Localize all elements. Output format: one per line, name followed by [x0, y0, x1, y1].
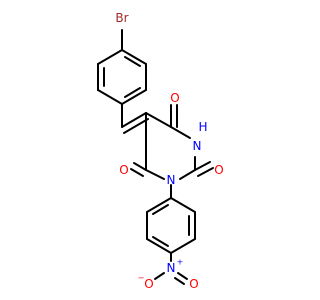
bond-ring-b-4 [179, 169, 196, 180]
bond-ring-b-5 [145, 169, 165, 180]
atom-nitrogen-nitro: N [167, 261, 176, 275]
bond-ring-b-1 [145, 112, 172, 128]
bond-ring-a-6 [97, 49, 123, 65]
atom-bromine: Br [115, 11, 128, 25]
bond-nitro-o-right-2 [174, 277, 185, 285]
bond-ring-b-2 [170, 126, 191, 139]
atom-oxygen-nitro-left: O [144, 277, 153, 291]
charge-nitro-plus: + [177, 258, 184, 267]
bond-nitro-o-right-1 [177, 272, 188, 280]
bond-nitro-o-left [154, 272, 165, 280]
atom-oxygen-nitro-right: O [189, 277, 198, 291]
atom-oxygen-left: O [119, 163, 128, 177]
charge-nitro-minus: − [138, 274, 145, 283]
atom-hydrogen: H [198, 120, 207, 134]
bond-co-right-1 [194, 161, 211, 171]
bond-ring-c-inner-3 [152, 204, 169, 215]
bond-ring-a-4 [97, 89, 123, 105]
bond-ring-a-3 [121, 89, 147, 105]
atom-labels: Br O H N O O N N + O − O [115, 11, 223, 291]
bond-ring-c-3 [170, 238, 196, 254]
atom-nitrogen-ring: N [167, 173, 176, 187]
atom-oxygen-right: O [214, 163, 223, 177]
bond-ring-a-1 [121, 49, 147, 65]
atom-nitrogen-nh: N [193, 139, 202, 153]
bond-co-right-2 [197, 167, 214, 177]
bond-ring-c-6 [146, 197, 172, 213]
bond-vinyl-double-1 [121, 112, 147, 128]
bond-ring-c-1 [170, 197, 196, 213]
bond-ring-c-inner-2 [152, 236, 169, 247]
bond-ring-a-inner-1 [124, 56, 141, 67]
bonds [97, 29, 214, 285]
bond-ring-a-inner-2 [124, 87, 141, 98]
molecule-structure-diagram: Br O H N O O N N + O − O [97, 11, 224, 291]
bond-vinyl-double-2 [123, 118, 149, 134]
bond-co-left-1 [133, 162, 147, 171]
atom-oxygen-top: O [170, 91, 179, 105]
bond-co-left-2 [130, 168, 144, 177]
molecule-svg: Br O H N O O N N + O − O [97, 11, 224, 291]
bond-ring-c-4 [146, 238, 172, 254]
